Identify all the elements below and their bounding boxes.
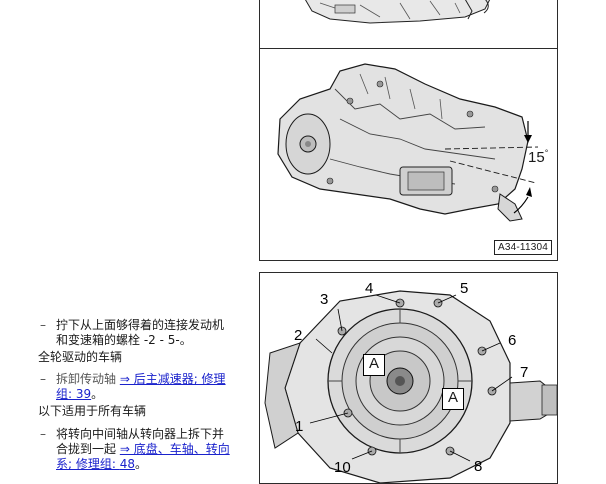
link-chassis-axle-steering[interactable]: ⇒ 底盘、车轴、转向 bbox=[119, 442, 230, 456]
figure-reference-code: A34-11304 bbox=[494, 240, 552, 255]
callout-7: 7 bbox=[520, 364, 529, 381]
heading-all-wheel-drive: 全轮驱动的车辆 bbox=[38, 350, 123, 364]
step-steering-shaft-line2: 合拢到一起 ⇒ 底盘、车轴、转向 bbox=[56, 442, 230, 456]
figure-transmission-tilt: 15° A34-11304 bbox=[259, 48, 558, 261]
callout-8: 8 bbox=[474, 458, 483, 475]
step-steering-shaft-line3: 系; 修理组: 48。 bbox=[56, 457, 148, 471]
callout-5: 5 bbox=[460, 280, 469, 297]
callout-1: 1 bbox=[295, 418, 304, 435]
figure-transmission-bolts: 1 2 3 4 5 6 7 8 10 A A bbox=[259, 272, 558, 484]
callout-box-a-2: A bbox=[442, 388, 464, 410]
figure-transmission-top bbox=[259, 0, 558, 51]
transmission-drawing-top bbox=[305, 0, 491, 24]
link-repair-group-48[interactable]: 系; 修理组: 48 bbox=[56, 457, 135, 471]
link-rear-final-drive[interactable]: ⇒ 后主减速器; 修理 bbox=[119, 372, 226, 386]
callout-10: 10 bbox=[334, 459, 351, 476]
callout-6: 6 bbox=[508, 332, 517, 349]
step-steering-shaft-line1: 将转向中间轴从转向器上拆下并 bbox=[56, 427, 225, 441]
bullet-3: – bbox=[40, 427, 46, 441]
step-unscrew-bolts-line1: 拧下从上面够得着的连接发动机 bbox=[56, 318, 225, 332]
callout-box-a-1: A bbox=[363, 354, 385, 376]
heading-all-vehicles: 以下适用于所有车辆 bbox=[38, 404, 147, 418]
step-remove-driveshaft: 拆卸传动轴 ⇒ 后主减速器; 修理 bbox=[56, 372, 226, 386]
callout-2: 2 bbox=[294, 327, 303, 344]
callout-3: 3 bbox=[320, 291, 329, 308]
step-remove-driveshaft-line2: 组: 39。 bbox=[56, 387, 104, 401]
transmission-drawing-front bbox=[264, 290, 557, 483]
transmission-drawing-tilt bbox=[277, 63, 539, 222]
tilt-angle-label: 15° bbox=[528, 148, 549, 166]
link-repair-group-39[interactable]: 组: 39 bbox=[56, 387, 92, 401]
bullet-1: – bbox=[40, 318, 46, 332]
bullet-2: – bbox=[40, 372, 46, 386]
step-unscrew-bolts-line2: 和变速箱的螺栓 -2 - 5-。 bbox=[56, 333, 192, 347]
callout-4: 4 bbox=[365, 280, 374, 297]
